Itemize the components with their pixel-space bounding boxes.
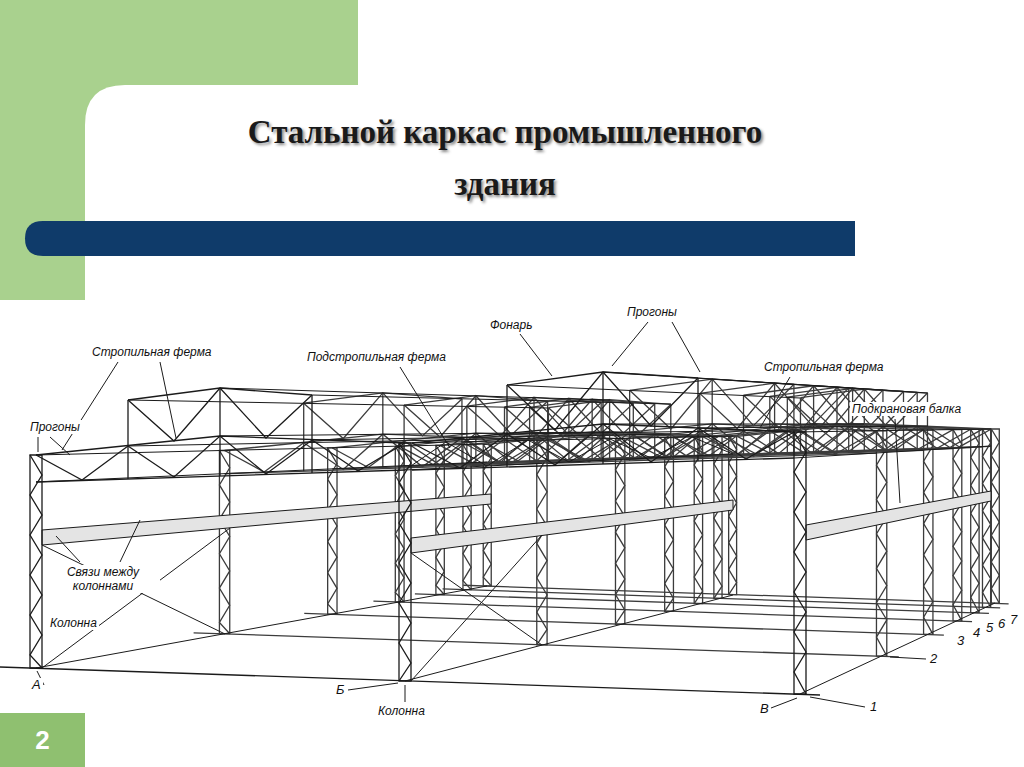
part-label: Прогоны xyxy=(28,420,82,434)
part-label: Подкрановая балка xyxy=(850,402,963,416)
navy-bar xyxy=(25,221,855,256)
part-label: Колонна xyxy=(48,616,99,630)
slide-number: 2 xyxy=(0,713,85,767)
axis-number: 4 xyxy=(971,626,982,640)
axis-number: 5 xyxy=(984,621,995,635)
part-label: Стропильная ферма xyxy=(90,345,214,359)
axis-number: 6 xyxy=(996,617,1007,631)
part-label: Подстропильная ферма xyxy=(305,350,448,364)
axis-number: 3 xyxy=(955,634,966,648)
part-label: Прогоны xyxy=(625,305,679,319)
part-label: Колонна xyxy=(376,704,427,718)
part-label: Фонарь xyxy=(488,318,534,332)
longitudinal-members xyxy=(36,372,995,694)
axis-number: 2 xyxy=(928,652,939,666)
axis-number: 1 xyxy=(868,700,879,714)
part-label: Стропильная ферма xyxy=(762,360,886,374)
part-label: Связи между колоннами xyxy=(46,565,160,593)
front-frame xyxy=(0,372,820,695)
axis-letter: В xyxy=(758,702,771,716)
slide-title: Стальной каркас промышленного здания xyxy=(205,106,805,210)
axis-number: 7 xyxy=(1008,613,1019,627)
axis-letter: Б xyxy=(334,683,346,697)
slide-number-box xyxy=(0,713,85,767)
white-card xyxy=(85,85,1024,300)
axis-letter: А xyxy=(30,678,43,692)
leader-lines xyxy=(37,322,926,708)
